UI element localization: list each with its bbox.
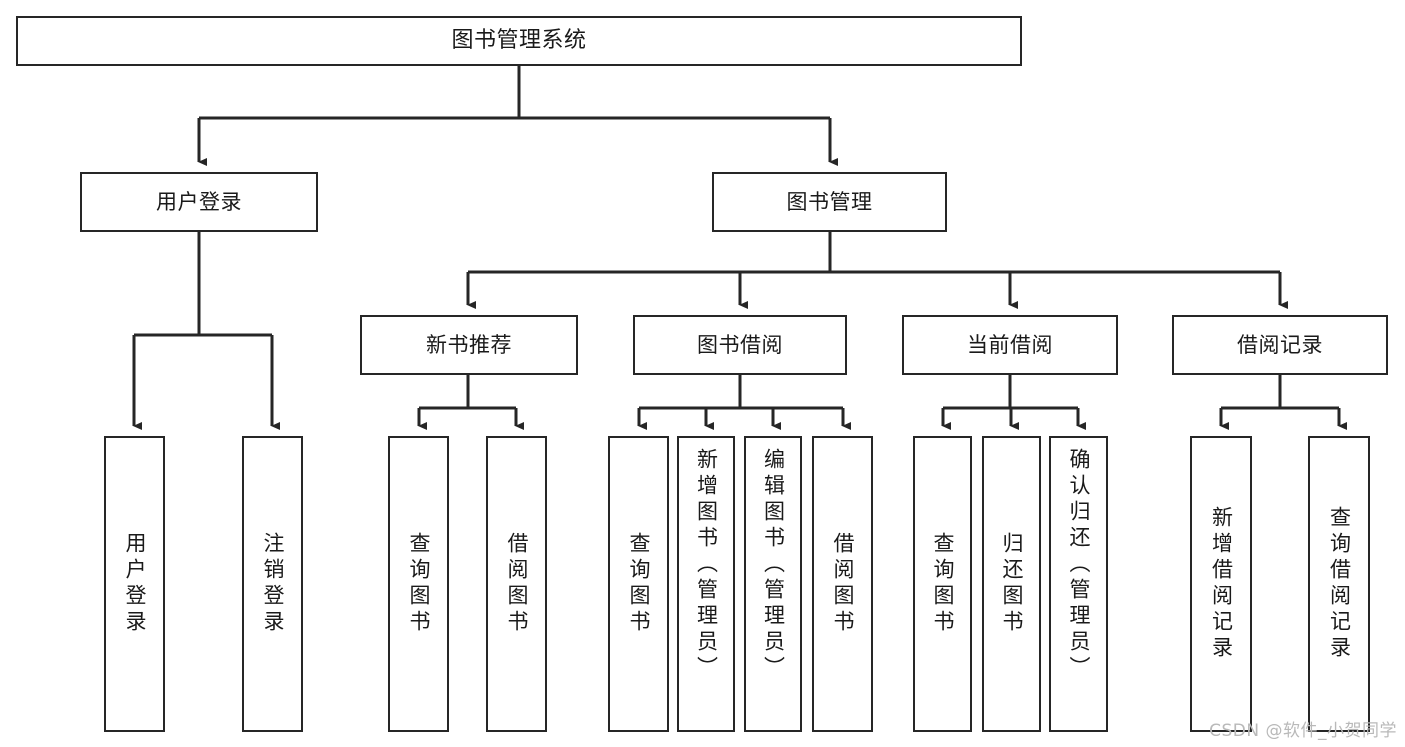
node-leaf-edit-book-admin[interactable]: 编辑图书（管理员） (744, 436, 802, 732)
node-leaf-query-borrow-record[interactable]: 查询借阅记录 (1308, 436, 1370, 732)
node-label: 借阅图书 (505, 532, 529, 636)
node-label: 图书借阅 (697, 332, 783, 357)
node-leaf-logout[interactable]: 注销登录 (242, 436, 303, 732)
node-leaf-query-book-recommendation[interactable]: 查询图书 (388, 436, 449, 732)
node-label: 注销登录 (261, 532, 285, 636)
node-leaf-query-book-borrowing[interactable]: 查询图书 (608, 436, 669, 732)
node-user-login[interactable]: 用户登录 (80, 172, 318, 232)
node-leaf-add-book-admin[interactable]: 新增图书（管理员） (677, 436, 735, 732)
node-root-book-management-system[interactable]: 图书管理系统 (16, 16, 1022, 66)
node-book-borrowing[interactable]: 图书借阅 (633, 315, 847, 375)
node-label: 归还图书 (1000, 532, 1024, 636)
node-label: 用户登录 (123, 532, 147, 636)
node-leaf-add-borrow-record[interactable]: 新增借阅记录 (1190, 436, 1252, 732)
node-label: 查询图书 (931, 532, 955, 636)
node-label: 编辑图书（管理员） (761, 448, 786, 682)
watermark-text: CSDN @软件_小贺同学 (1209, 721, 1397, 741)
node-label: 查询借阅记录 (1327, 506, 1352, 662)
node-leaf-borrow-book-recommendation[interactable]: 借阅图书 (486, 436, 547, 732)
node-label: 借阅记录 (1237, 332, 1323, 357)
node-book-management[interactable]: 图书管理 (712, 172, 947, 232)
node-current-borrowing[interactable]: 当前借阅 (902, 315, 1118, 375)
node-leaf-confirm-return-admin[interactable]: 确认归还（管理员） (1049, 436, 1108, 732)
node-new-book-recommendation[interactable]: 新书推荐 (360, 315, 578, 375)
node-label: 新增借阅记录 (1209, 506, 1234, 662)
node-label: 图书管理 (786, 189, 873, 214)
node-label: 查询图书 (627, 532, 651, 636)
node-label: 新书推荐 (426, 332, 512, 357)
node-leaf-return-book[interactable]: 归还图书 (982, 436, 1041, 732)
node-borrowing-record[interactable]: 借阅记录 (1172, 315, 1388, 375)
node-label: 确认归还（管理员） (1067, 448, 1091, 682)
node-label: 当前借阅 (967, 332, 1053, 357)
node-label: 图书管理系统 (451, 28, 587, 54)
node-leaf-borrow-book-borrowing[interactable]: 借阅图书 (812, 436, 873, 732)
node-label: 查询图书 (407, 532, 431, 636)
node-leaf-user-login[interactable]: 用户登录 (104, 436, 165, 732)
node-leaf-query-book-current[interactable]: 查询图书 (913, 436, 972, 732)
node-label: 用户登录 (156, 189, 242, 214)
node-label: 借阅图书 (831, 532, 855, 636)
node-label: 新增图书（管理员） (694, 448, 719, 682)
